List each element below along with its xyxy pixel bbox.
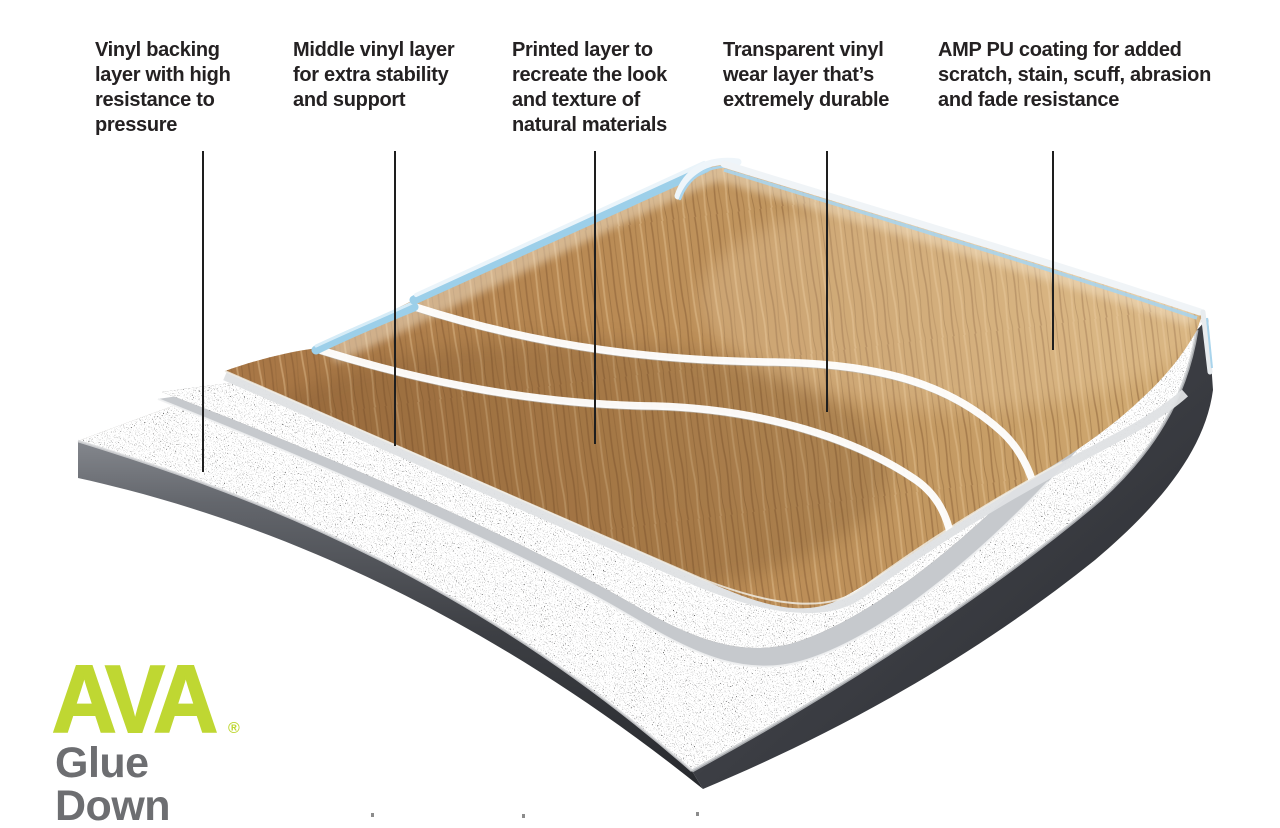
layer-label-pu-coating: AMP PU coating for added scratch, stain,… xyxy=(938,38,1211,113)
right-corner-blue-edge xyxy=(1206,317,1213,369)
ava-logo: AVA xyxy=(51,646,219,753)
label-line: and fade resistance xyxy=(938,89,1120,111)
right-corner-clear-edge xyxy=(1200,309,1213,375)
layer-label-wear-layer: Transparent vinyl wear layer that’s extr… xyxy=(723,38,889,113)
label-line: scratch, stain, scuff, abrasion xyxy=(938,64,1212,86)
layer-label-vinyl-backing: Vinyl backing layer with high resistance… xyxy=(95,38,231,138)
label-line: AMP PU coating for added xyxy=(938,39,1182,61)
label-line: extremely durable xyxy=(723,89,890,111)
back-right-blue-edge xyxy=(723,168,1198,320)
label-line: and texture of xyxy=(512,89,641,111)
printed-layer-under-rim xyxy=(223,371,1189,614)
leader-lines xyxy=(202,151,1054,472)
backing-front-edge-highlight xyxy=(77,439,693,772)
stray-mark xyxy=(522,814,525,818)
label-line: Printed layer to xyxy=(512,39,653,61)
label-line: wear layer that’s xyxy=(723,64,874,86)
stray-mark xyxy=(371,813,374,817)
label-line: Transparent vinyl xyxy=(723,39,884,61)
label-line: resistance to xyxy=(95,89,215,111)
stray-mark xyxy=(696,812,699,816)
registered-trademark-icon: ® xyxy=(228,720,240,737)
transparent-layer-blue-edges xyxy=(311,157,1213,375)
label-line: Vinyl backing xyxy=(95,39,220,61)
label-line: Middle vinyl layer xyxy=(293,39,455,61)
label-line: recreate the look xyxy=(512,64,667,86)
label-line: and support xyxy=(293,89,406,111)
label-line: for extra stability xyxy=(293,64,449,86)
layer-label-middle-vinyl: Middle vinyl layer for extra stability a… xyxy=(293,38,455,113)
layer-label-printed-layer: Printed layer to recreate the look and t… xyxy=(512,38,667,138)
pu-coating-curl xyxy=(674,157,742,200)
amp-pu-coating-edge xyxy=(408,302,1046,560)
label-line: layer with high xyxy=(95,64,231,86)
pu-coating-blue-edge-highlight xyxy=(414,161,706,297)
pu-coating-blue-edge xyxy=(409,163,711,305)
transparent-wear-layer-edge xyxy=(316,346,957,593)
vinyl-backing-front-face xyxy=(78,441,703,789)
label-line: natural materials xyxy=(512,114,667,136)
wear-layer-blue-edge-highlight xyxy=(314,301,414,348)
product-name: Glue Down LVT xyxy=(55,739,171,828)
back-right-clear-edge xyxy=(720,160,1204,316)
middle-vinyl-rim-highlight xyxy=(157,398,1049,668)
wear-layer-blue-edge xyxy=(311,302,419,355)
label-line: pressure xyxy=(95,114,178,136)
